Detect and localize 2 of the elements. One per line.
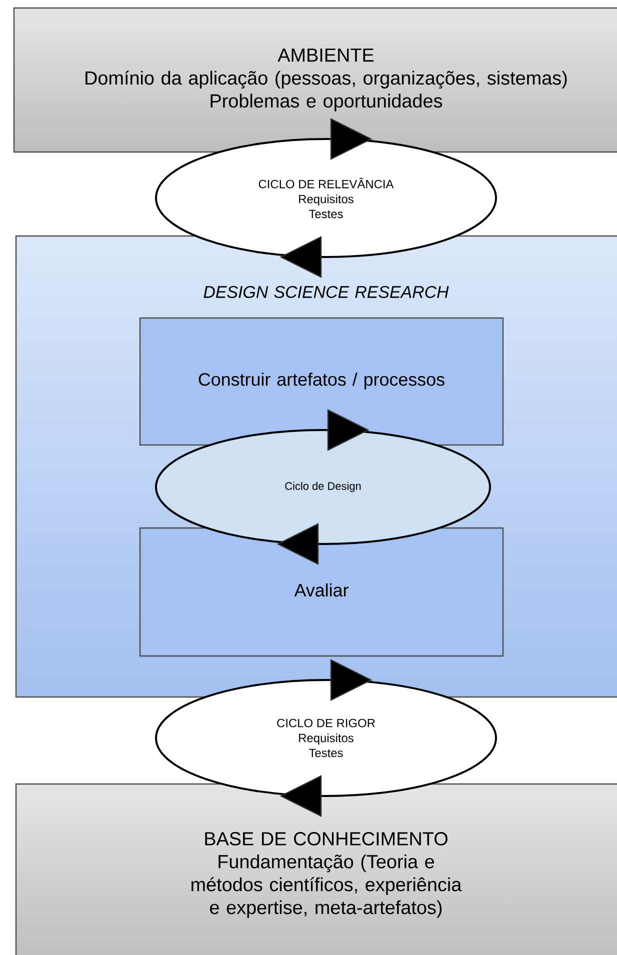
process-box: Construir artefatos / processos (139, 317, 504, 446)
process-box: Avaliar (139, 527, 504, 657)
